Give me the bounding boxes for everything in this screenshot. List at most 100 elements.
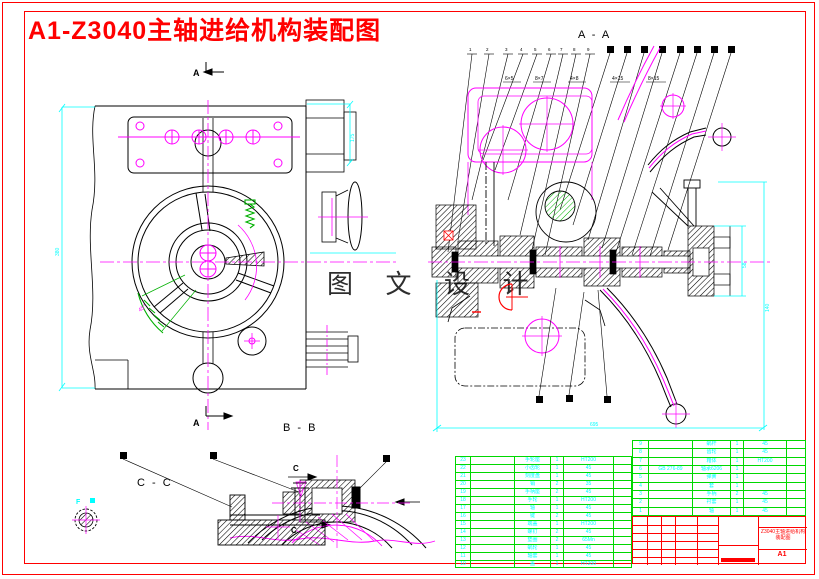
- title-block-revision-grid: [633, 517, 719, 565]
- bom-code: [470, 545, 514, 552]
- bom-name: 蜗轮: [514, 545, 550, 552]
- bom-remark: [613, 529, 631, 536]
- bom-row: 12 蜗轮 1 45: [456, 544, 631, 552]
- title-block-name-area: Z3040主轴进给机构装配图 A1: [759, 517, 807, 565]
- bom-row: 7 箱体 1 HT200: [633, 456, 805, 465]
- bom-no: 18: [460, 497, 466, 503]
- title-block-filled-bar: [721, 558, 755, 562]
- bom-no: 14: [460, 529, 466, 535]
- bom-remark: [613, 545, 631, 552]
- bom-name: 轴套: [514, 553, 550, 560]
- bom-name: 端盖: [514, 521, 550, 528]
- bom-name: 手轮: [514, 497, 550, 504]
- section-cc: [120, 452, 326, 546]
- title-block: Z3040主轴进给机构装配图 A1: [632, 516, 807, 565]
- bom-remark: [613, 457, 631, 464]
- bom-qty: 2: [550, 529, 563, 536]
- bom-code: [648, 457, 692, 465]
- cut-arrow-a-top: A: [193, 68, 200, 78]
- bom-row: 13 垫圈 2 65Mn: [456, 536, 631, 544]
- bom-row: 10 盖 1 HT200: [456, 560, 631, 568]
- dim-overall: 695: [590, 422, 599, 428]
- callout-7: 7: [560, 47, 563, 52]
- bom-qty: 2: [550, 537, 563, 544]
- signature-col-labels: [634, 547, 648, 550]
- bom-no: 10: [460, 561, 466, 567]
- bom-qty: 1: [550, 561, 563, 568]
- bom-qty: 1: [550, 505, 563, 512]
- cut-arrow-lines: [202, 62, 234, 420]
- bom-name: 蜗杆: [692, 441, 730, 449]
- sheet-border-inner: [24, 11, 806, 564]
- bom-code: [648, 507, 692, 515]
- bom-name: 衬套: [692, 499, 730, 507]
- cut-arrow-c-bottom: C: [291, 526, 297, 535]
- bom-code: [470, 497, 514, 504]
- front-view-dims: [58, 100, 396, 392]
- bom-remark: [613, 521, 631, 528]
- bom-row: 15 端盖 1 HT200: [456, 520, 631, 528]
- bom-row: 20 销 2 35: [456, 480, 631, 488]
- callout-5: 5: [534, 47, 537, 52]
- bom-code: [648, 482, 692, 490]
- title-block-middle: [719, 517, 759, 565]
- bom-material: HT200: [563, 457, 613, 464]
- bom-name: 垫圈: [514, 537, 550, 544]
- bom-row: 1 轴 1 45: [633, 506, 805, 515]
- bom-no: 11: [460, 553, 466, 559]
- bom-material: 45: [563, 513, 613, 520]
- bom-code: [470, 561, 514, 568]
- bom-row: 16 键 2 45: [456, 512, 631, 520]
- bom-material: 45: [743, 499, 786, 507]
- bom-material: 35: [563, 481, 613, 488]
- bom-no: 2: [639, 499, 642, 506]
- dim-d1: 6×5: [505, 76, 514, 82]
- bom-row: 5 弹簧 1: [633, 473, 805, 482]
- bom-code: [470, 465, 514, 472]
- bom-row: 22 小齿轮 1 45: [456, 464, 631, 472]
- bom-qty: 1: [730, 474, 743, 482]
- bom-remark: [613, 465, 631, 472]
- bom-remark: [613, 505, 631, 512]
- bom-remark: [786, 457, 805, 465]
- callout-4: 4: [520, 47, 523, 52]
- bom-no: 20: [460, 481, 466, 487]
- bom-row: 8 齿轮 1 45: [633, 448, 805, 457]
- bom-remark: [613, 553, 631, 560]
- bom-qty: 1: [550, 497, 563, 504]
- front-view-green: [137, 199, 256, 334]
- callout-3: 3: [505, 47, 508, 52]
- bom-remark: [786, 449, 805, 457]
- bom-material: HT200: [743, 457, 786, 465]
- bom-remark: [613, 497, 631, 504]
- drawing-name: Z3040主轴进给机构装配图: [760, 529, 806, 541]
- bom-no: 16: [460, 513, 466, 519]
- bom-code: [648, 490, 692, 499]
- bom-no: 23: [460, 457, 466, 463]
- bom-remark: [613, 473, 631, 480]
- dim-d2: 8×7: [535, 76, 544, 82]
- bom-code: [648, 449, 692, 457]
- bom-code: [648, 499, 692, 507]
- bom-remark: [613, 537, 631, 544]
- bom-name: 销: [514, 481, 550, 488]
- bom-material: 45: [743, 490, 786, 499]
- bom-qty: 1: [730, 465, 743, 474]
- bom-table-left: 23 手轮座 1 HT200 22 小齿轮 1 45 21 刻度盘 1 45: [455, 456, 632, 568]
- dim-left-h: 380: [55, 247, 61, 256]
- bom-qty: 2: [550, 481, 563, 488]
- bom-no: 6: [639, 465, 642, 472]
- bom-name: 键: [514, 513, 550, 520]
- bom-remark: [613, 513, 631, 520]
- section-labels: A - A B - B C - C A A C C F: [76, 29, 609, 535]
- label-cc: C - C: [137, 477, 173, 489]
- bom-name: 刻度盘: [514, 473, 550, 480]
- bom-name: 小齿轮: [514, 465, 550, 472]
- bom-material: 45: [743, 449, 786, 457]
- bom-material: [743, 474, 786, 482]
- bom-no: 13: [460, 537, 466, 543]
- bom-remark: [613, 561, 631, 568]
- bom-name: 弹簧: [692, 474, 730, 482]
